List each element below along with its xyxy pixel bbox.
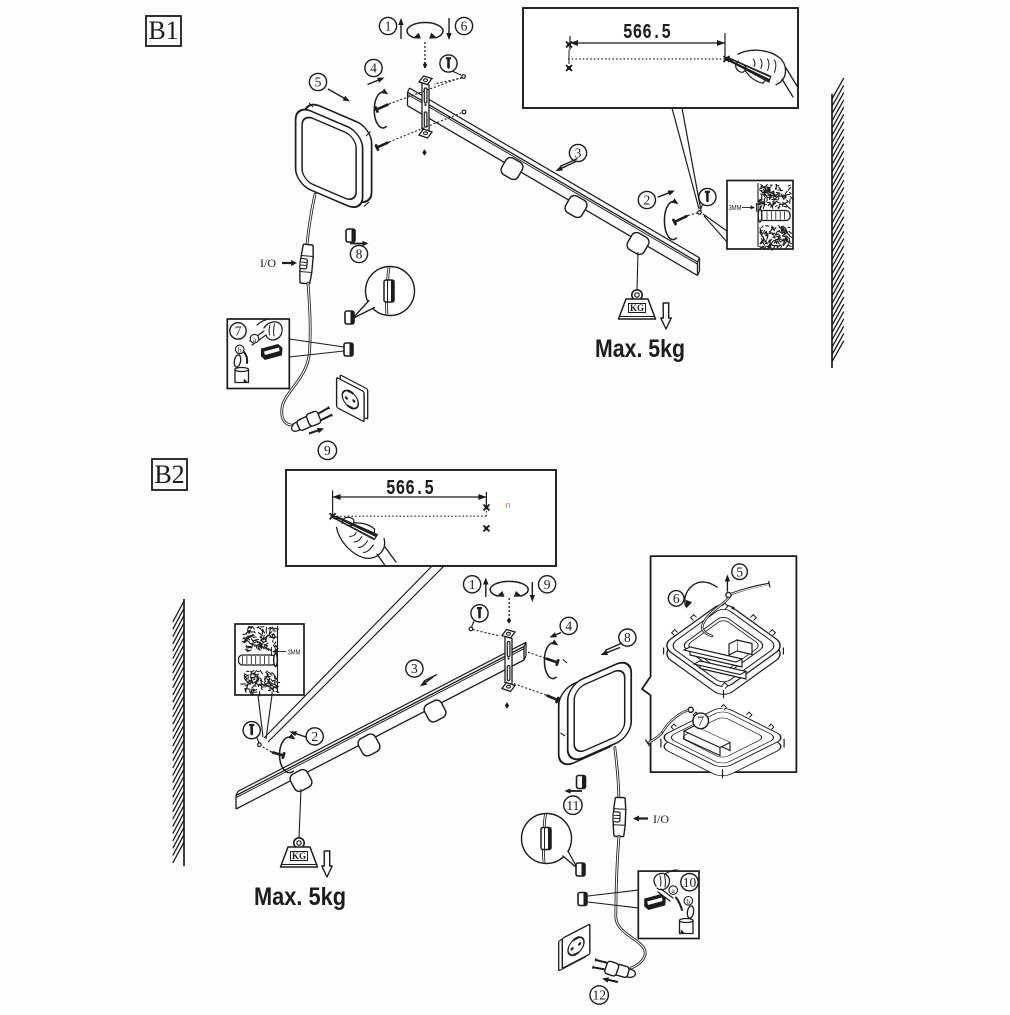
svg-text:9: 9 [544, 577, 551, 592]
svg-text:2: 2 [644, 193, 651, 208]
svg-text:3MM: 3MM [288, 648, 301, 657]
svg-text:7: 7 [697, 714, 704, 729]
svg-text:B1: B1 [148, 16, 178, 45]
svg-text:8: 8 [356, 247, 363, 262]
svg-text:6: 6 [461, 19, 468, 34]
svg-text:5: 5 [315, 75, 322, 90]
svg-text:9: 9 [324, 443, 331, 458]
svg-text:Max. 5kg: Max. 5kg [595, 335, 685, 363]
svg-text:I/O: I/O [653, 812, 669, 826]
svg-text:KG: KG [292, 851, 306, 861]
svg-text:I/O: I/O [260, 256, 276, 270]
svg-text:4: 4 [565, 619, 572, 634]
svg-text:2: 2 [311, 729, 318, 744]
svg-text:1: 1 [385, 19, 392, 34]
svg-text:11: 11 [566, 798, 579, 813]
svg-text:3: 3 [575, 146, 582, 161]
svg-text:b: b [686, 897, 690, 906]
svg-text:KG: KG [630, 303, 644, 313]
svg-text:8: 8 [624, 630, 631, 645]
svg-text:5: 5 [736, 564, 743, 579]
svg-text:3MM: 3MM [729, 203, 742, 212]
svg-text:10: 10 [683, 875, 697, 890]
svg-text:1: 1 [469, 577, 476, 592]
svg-text:566.5: 566.5 [623, 22, 671, 45]
svg-text:7: 7 [235, 324, 242, 339]
svg-text:3: 3 [411, 661, 418, 676]
svg-text:Max. 5kg: Max. 5kg [254, 883, 346, 911]
svg-text:6: 6 [673, 591, 680, 606]
svg-text:n: n [505, 500, 510, 510]
svg-text:B2: B2 [154, 460, 184, 489]
svg-text:12: 12 [592, 988, 606, 1003]
svg-text:4: 4 [370, 61, 377, 76]
svg-text:b: b [238, 346, 242, 355]
